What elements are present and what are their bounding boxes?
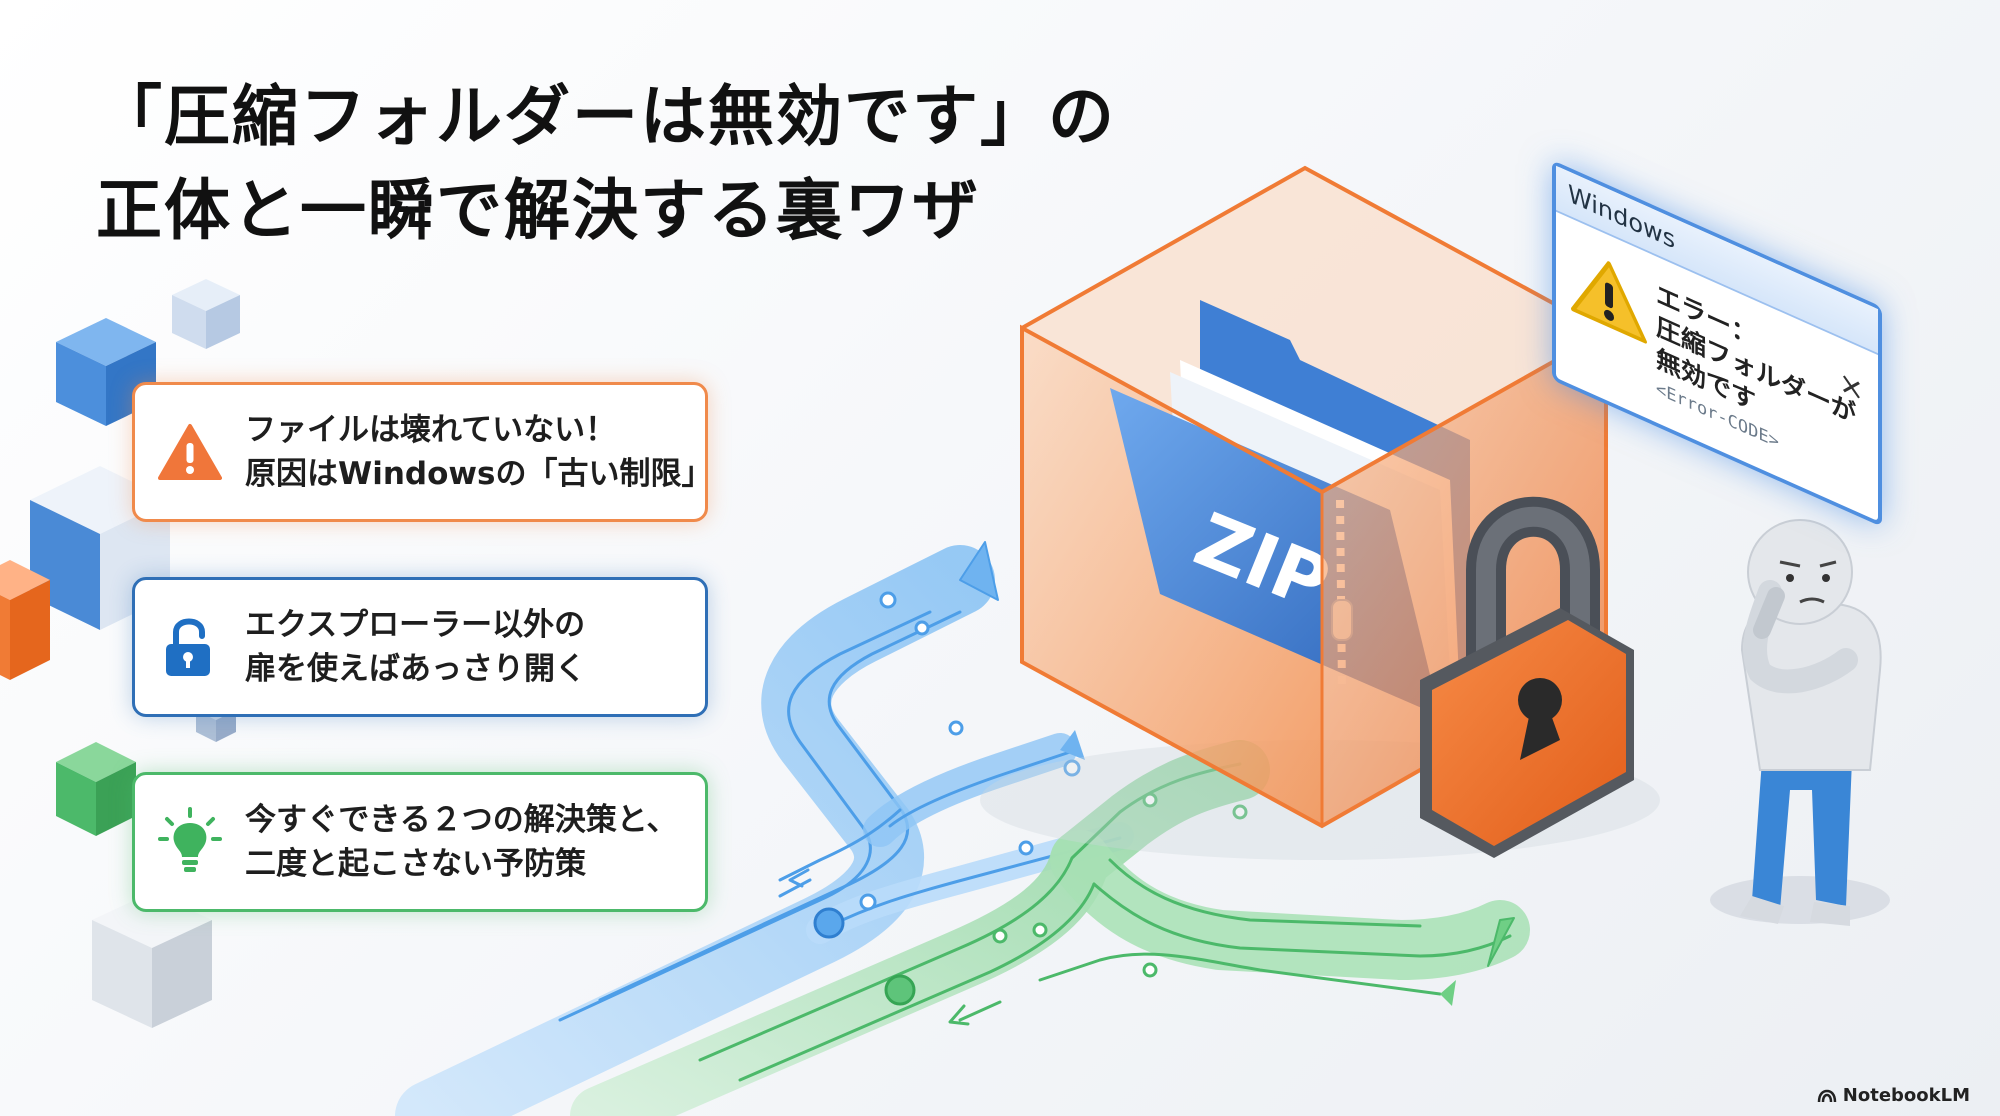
green-path-arrows [570, 740, 1530, 1116]
info-card-solution: エクスプローラー以外の 扉を使えばあっさり開く [132, 577, 708, 717]
page-title: 「圧縮フォルダーは無効です」の 正体と一瞬で解決する裏ワザ [96, 70, 1116, 258]
title-line-1: 「圧縮フォルダーは無効です」の [96, 78, 1116, 155]
orange-cube: ZIP [1020, 165, 1611, 829]
notebooklm-logo-icon [1817, 1089, 1837, 1102]
info-card-prevention: 今すぐできる２つの解決策と、 二度と起こさない予防策 [132, 772, 708, 912]
warning-icon [135, 385, 245, 519]
padlock-icon [1420, 496, 1634, 858]
blue-path-arrows [395, 541, 1134, 1116]
title-line-2: 正体と一瞬で解決する裏ワザ [96, 172, 980, 249]
card-solution-line-1: エクスプローラー以外の [245, 607, 586, 643]
card-prevention-line-2: 二度と起こさない予防策 [245, 846, 586, 882]
card-cause-line-2: 原因はWindowsの「古い制限」 [245, 456, 713, 492]
unlock-icon [135, 580, 245, 714]
error-dialog: Windows × エラー： 圧縮フォルダーが 無効です <Error-CODE… [1552, 160, 1882, 527]
info-card-cause: ファイルは壊れていない！ 原因はWindowsの「古い制限」 [132, 382, 712, 522]
brand-name: NotebookLM [1842, 1085, 1970, 1106]
card-prevention-line-1: 今すぐできる２つの解決策と、 [245, 802, 678, 838]
lightbulb-icon [135, 775, 245, 909]
card-cause-line-1: ファイルは壊れていない！ [245, 412, 617, 448]
thinking-person [1710, 519, 1890, 926]
brand-watermark: NotebookLM [1817, 1085, 1970, 1106]
card-solution-line-2: 扉を使えばあっさり開く [245, 651, 586, 687]
dialog-warning-icon [1570, 242, 1648, 351]
